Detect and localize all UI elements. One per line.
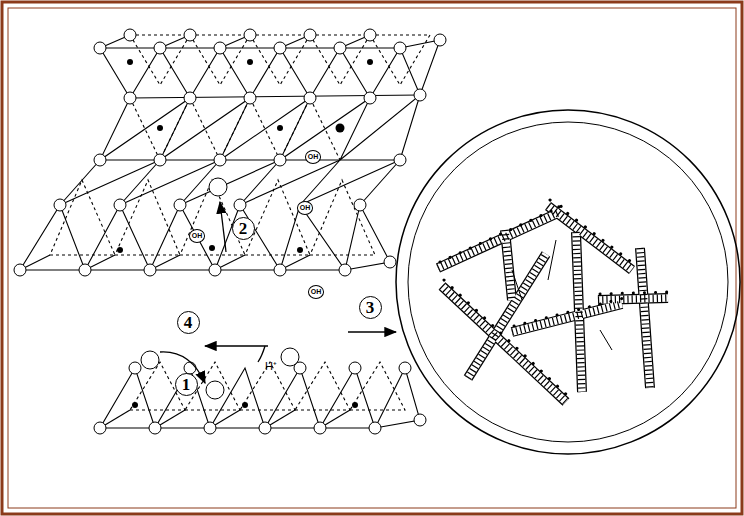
callout-number: 4 <box>177 311 200 334</box>
ion-label: H⁺ <box>264 360 278 372</box>
frame-inner <box>8 8 736 508</box>
hydroxyl-label: OH <box>305 150 322 164</box>
callout-number: 2 <box>232 217 255 240</box>
callout-number: 3 <box>359 296 382 319</box>
hydroxyl-label: OH <box>189 229 206 243</box>
callout-number: 1 <box>175 373 198 396</box>
hydroxyl-label: OH <box>308 285 325 299</box>
hydroxyl-label: OH <box>297 201 314 215</box>
